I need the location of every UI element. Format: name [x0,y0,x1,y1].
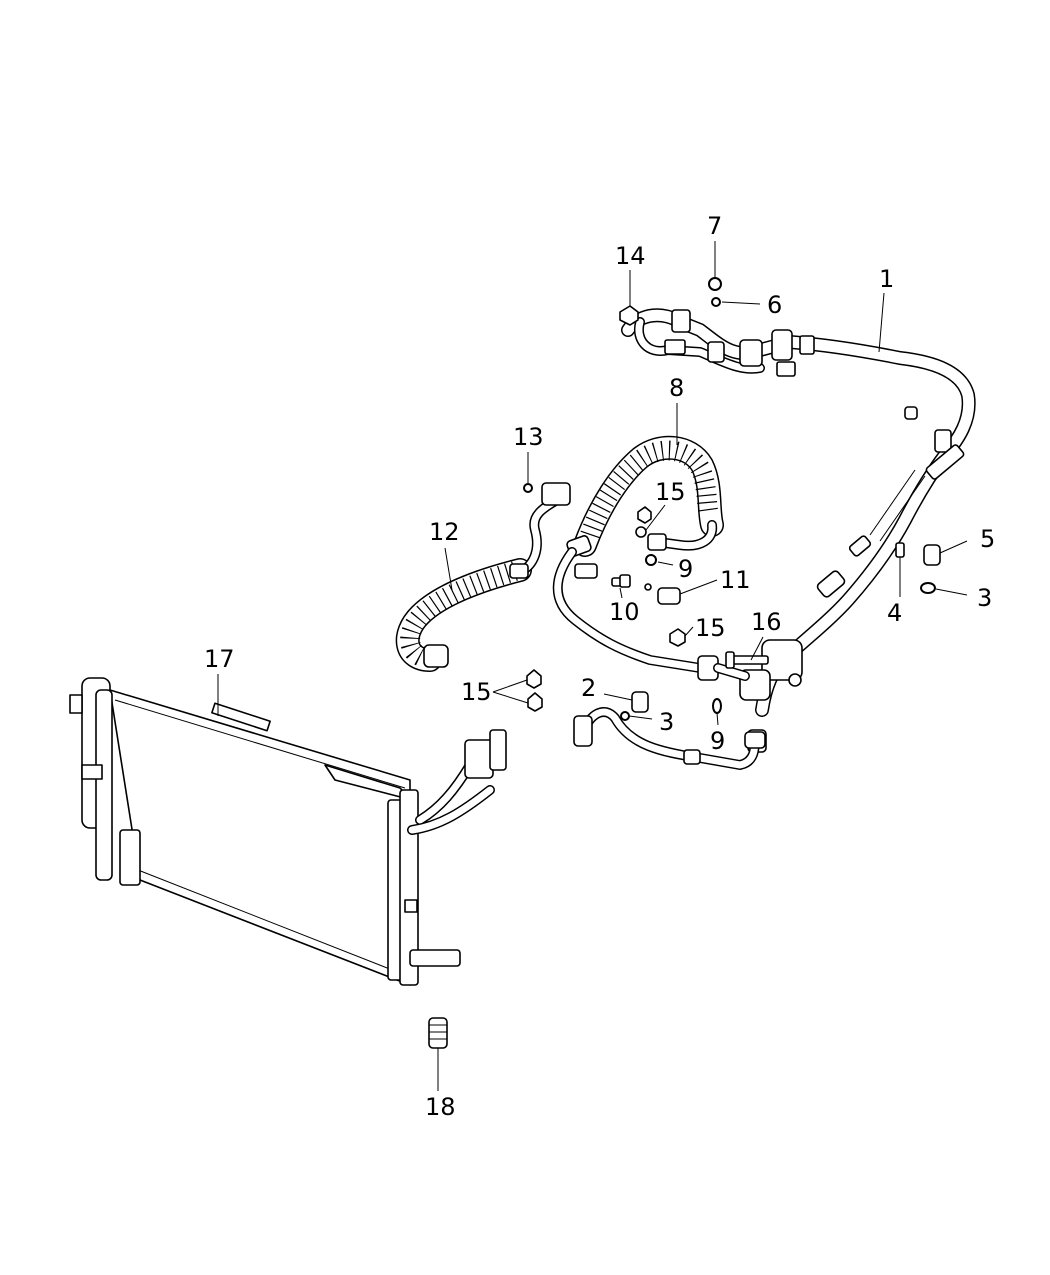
part-3-o-ring-right [920,582,936,594]
callout-15-mid: 15 [695,614,726,642]
callout-labels: 1 2 3 3 4 5 6 7 8 9 9 10 11 12 13 14 15 … [204,212,995,1121]
part-15-stud [635,526,647,538]
callout-3-lower: 3 [659,708,674,736]
callout-15-left: 15 [461,678,492,706]
part-11-cap [644,583,681,605]
part-8-hose-assembly [552,435,750,681]
callout-12: 12 [429,518,460,546]
part-15-nut-upper [637,506,652,524]
part-6-o-ring [711,297,721,307]
part-5-switch [923,544,941,566]
part-14-nut [619,305,639,326]
callout-11: 11 [720,566,751,594]
part-13-o-ring [523,483,533,493]
callout-6: 6 [767,291,782,319]
callout-10: 10 [609,598,640,626]
callout-13: 13 [513,423,544,451]
callout-9-upper: 9 [678,555,693,583]
callout-1: 1 [879,265,894,293]
part-9-o-ring-lower [712,698,722,714]
callout-3-right: 3 [977,584,992,612]
callout-9-lower: 9 [710,727,725,755]
callout-7: 7 [707,212,722,240]
part-7-o-ring [708,277,722,291]
part-4-valve-core [895,542,905,570]
part-12-liquid-line [395,482,571,672]
part-16-bolt [725,651,769,669]
leader-lines [217,241,968,1091]
callout-15-upper: 15 [655,478,686,506]
part-10-valve-core [611,574,631,588]
part-17-condenser [69,677,507,986]
part-2-sensor [631,691,649,713]
callout-16: 16 [751,608,782,636]
part-9-o-ring-upper [645,554,657,566]
callout-2: 2 [581,674,596,702]
callout-14: 14 [615,242,646,270]
callout-17: 17 [204,645,235,673]
callout-18: 18 [425,1093,456,1121]
part-1-ac-line-assembly [621,308,976,753]
lower-ac-line [573,707,766,770]
callout-4: 4 [887,599,902,627]
part-3-o-ring-lower [620,711,630,721]
part-15-nuts-left [526,669,543,712]
callout-8: 8 [669,374,684,402]
part-18-drain-plug [428,1017,448,1049]
callout-5: 5 [980,525,995,553]
part-15-nut-mid [669,628,686,647]
